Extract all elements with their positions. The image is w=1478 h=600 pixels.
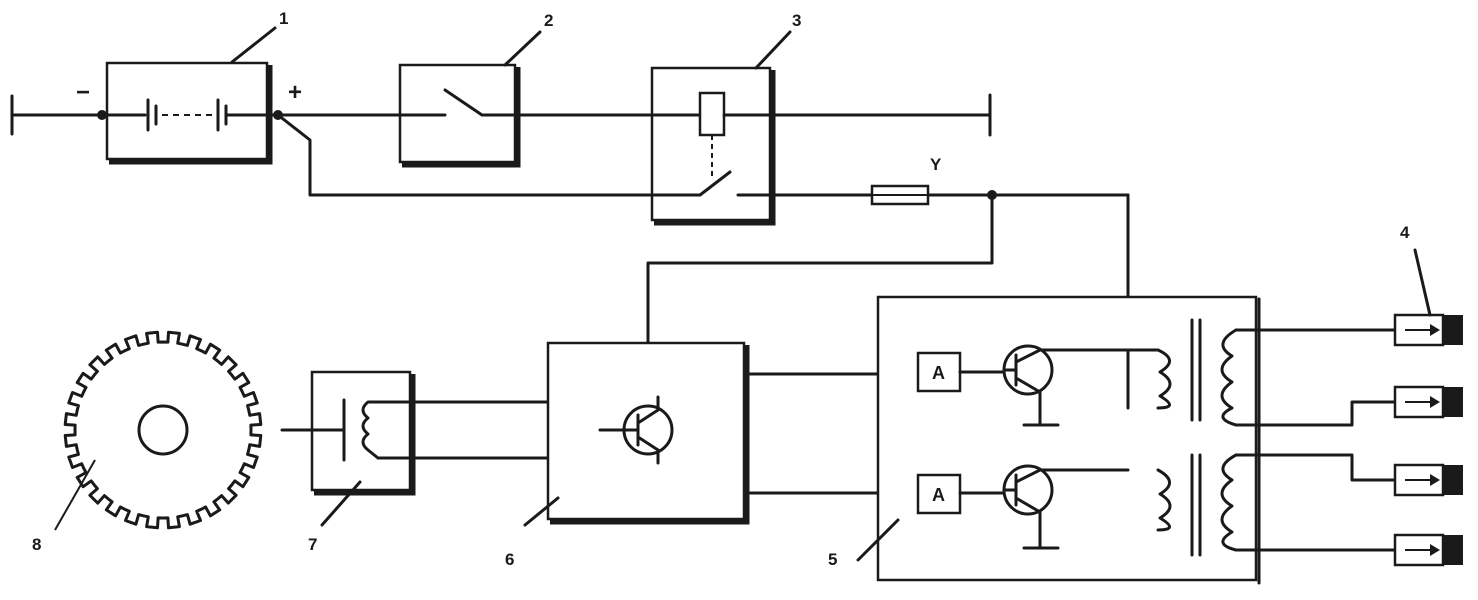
battery-block: − + 1 xyxy=(76,9,302,165)
spark-plugs: 4 xyxy=(1234,223,1463,567)
sensor-block: 7 xyxy=(280,370,550,554)
reluctor-wheel: 8 xyxy=(32,330,263,554)
callout-4: 4 xyxy=(1400,223,1410,242)
callout-2: 2 xyxy=(544,11,553,30)
switching-unit-block: 6 xyxy=(505,341,920,569)
callout-6: 6 xyxy=(505,550,514,569)
plus-sign: + xyxy=(288,79,302,106)
minus-sign: − xyxy=(76,79,90,106)
spark-plug-4 xyxy=(1393,533,1463,567)
junction-dot xyxy=(987,190,997,200)
callout-1: 1 xyxy=(279,9,288,28)
fuse-label: Y xyxy=(930,155,942,174)
amplifier-bottom-label: A xyxy=(932,485,945,505)
spark-plug-3 xyxy=(1393,463,1463,497)
callout-7: 7 xyxy=(308,535,317,554)
amplifier-bottom xyxy=(916,473,962,515)
amplifier-top-label: A xyxy=(932,363,945,383)
amplifier-top xyxy=(916,351,962,393)
spark-plug-1 xyxy=(1393,313,1463,347)
ignition-module-block: A A 5 xyxy=(828,295,1261,585)
spark-plug-2 xyxy=(1393,385,1463,419)
fuse: Y xyxy=(870,155,942,206)
callout-3: 3 xyxy=(792,11,801,30)
callout-5: 5 xyxy=(828,550,837,569)
relay-block: 3 xyxy=(650,11,801,226)
ignition-switch-block: 2 xyxy=(398,11,553,168)
callout-8: 8 xyxy=(32,535,41,554)
